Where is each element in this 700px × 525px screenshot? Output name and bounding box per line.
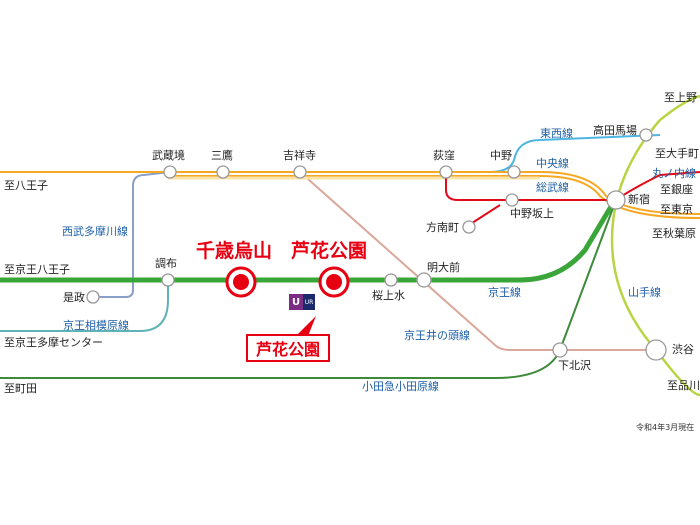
line-name-seibu-tamagawa: 西武多摩川線 (62, 225, 128, 238)
station-nakano-sakaue: 中野坂上 (510, 207, 554, 220)
destination-tokyo: 至東京 (660, 203, 693, 216)
marunouchi-branch-line (468, 204, 501, 226)
station-musashisakai: 武蔵境 (152, 149, 185, 162)
station-nakano: 中野 (490, 149, 512, 162)
station-marker-chofu (161, 273, 175, 287)
destination-otemachi: 至大手町 (655, 147, 699, 160)
yamanote-line-north (659, 94, 700, 121)
station-marker-meidaimae (416, 272, 432, 288)
station-kichijoji: 吉祥寺 (283, 149, 316, 162)
marunouchi-line (445, 172, 616, 201)
destination-keio-tama-center: 至京王多摩センター (4, 336, 103, 349)
station-shimokitazawa: 下北沢 (558, 359, 591, 372)
station-shinjuku: 新宿 (628, 193, 650, 206)
station-marker-kichijoji (293, 165, 307, 179)
line-name-keio-inokashira: 京王井の頭線 (404, 329, 470, 342)
station-shibuya: 渋谷 (672, 343, 694, 356)
destination-akihabara: 至秋葉原 (652, 227, 696, 240)
station-koremasa: 是政 (63, 291, 85, 304)
ur-logo-text: UR (303, 294, 315, 310)
line-name-keio: 京王線 (488, 286, 521, 299)
destination-ueno: 至上野 (664, 91, 697, 104)
station-marker-shibuya (645, 339, 667, 361)
keio-line (0, 203, 615, 283)
destination-keio-hachioji: 至京王八王子 (4, 263, 70, 276)
station-marker-mitaka (216, 165, 230, 179)
station-marker-honancho (462, 220, 476, 234)
station-ogikubo: 荻窪 (433, 149, 455, 162)
station-marker-nakano-sakaue (505, 193, 519, 207)
line-name-keio-sagamihara: 京王相模原線 (63, 319, 129, 332)
as-of-note: 令和4年3月現在 (636, 423, 695, 432)
line-name-tozai: 東西線 (540, 127, 573, 140)
yamanote-line (610, 119, 700, 397)
featured-station-chitose-karasuyama: 千歳烏山 (196, 240, 273, 262)
station-marker-nakano (507, 165, 521, 179)
line-name-marunouchi: 丸ノ内線 (652, 167, 696, 180)
station-marker-sakurajosui (384, 273, 398, 287)
station-marker-koremasa (86, 290, 100, 304)
callout-roka-koen: 芦花公園 (246, 334, 330, 362)
station-takadanobaba: 高田馬場 (593, 124, 637, 137)
station-chofu: 調布 (155, 257, 177, 270)
destination-shinagawa: 至品川 (667, 379, 700, 392)
inokashira-line (299, 171, 656, 351)
keio-sagamihara-line (0, 282, 169, 332)
featured-station-roka-koen: 芦花公園 (291, 240, 368, 262)
destination-machida: 至町田 (4, 382, 37, 395)
station-honancho: 方南町 (426, 221, 459, 234)
line-name-chuo: 中央線 (536, 157, 569, 170)
station-meidaimae: 明大前 (427, 261, 460, 274)
line-name-yamanote: 山手線 (628, 286, 661, 299)
seibu-tamagawa-line (93, 171, 171, 298)
destination-ginza: 至銀座 (660, 183, 693, 196)
station-marker-musashisakai (163, 165, 177, 179)
station-marker-shinjuku (606, 190, 626, 210)
sobu-line (168, 175, 700, 219)
station-marker-takadanobaba (639, 128, 653, 142)
station-sakurajosui: 桜上水 (372, 289, 405, 302)
station-mitaka: 三鷹 (211, 149, 233, 162)
station-marker-ogikubo (439, 165, 453, 179)
chuo-line (0, 171, 700, 215)
ur-logo: U UR (289, 294, 315, 310)
station-marker-shimokitazawa (552, 342, 568, 358)
destination-hachioji: 至八王子 (4, 179, 48, 192)
line-name-sobu: 総武線 (536, 181, 569, 194)
ur-logo-mark: U (289, 294, 303, 310)
callout-pointer (296, 316, 316, 336)
line-name-odakyu: 小田急小田原線 (362, 380, 439, 393)
